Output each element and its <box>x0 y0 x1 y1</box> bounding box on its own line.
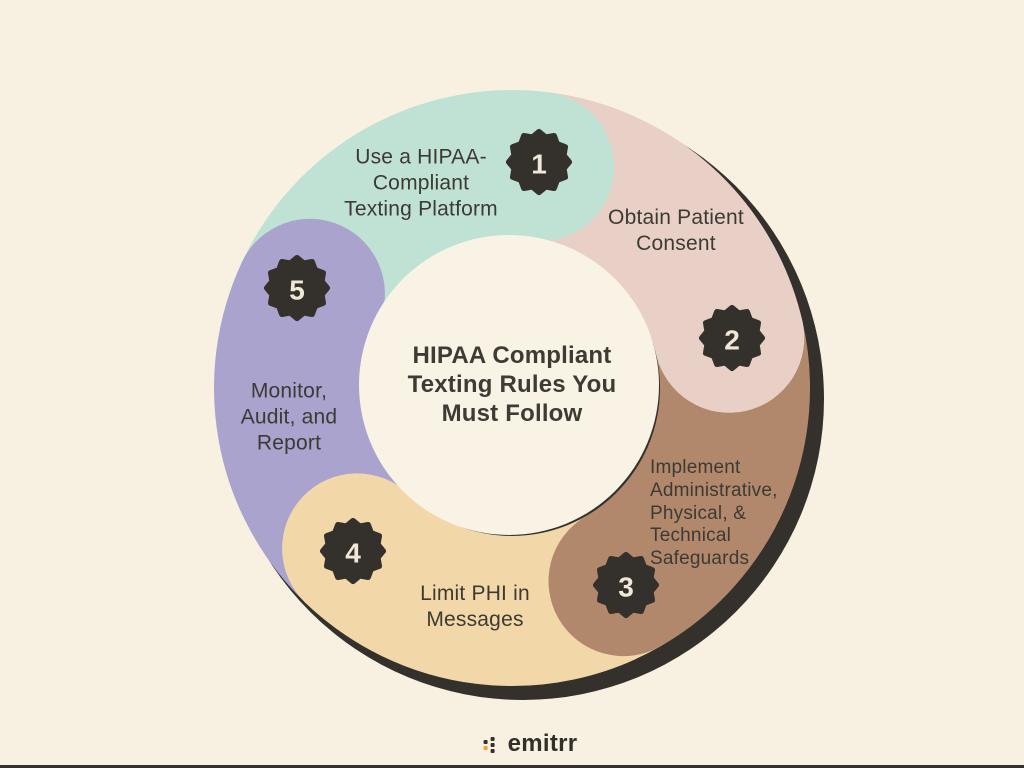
bottom-border <box>0 765 1024 768</box>
step-3-label: Implement Administrative, Physical, & Te… <box>650 457 778 570</box>
step-3-number: 3 <box>618 572 634 603</box>
step-2-label: Obtain Patient Consent <box>608 206 744 255</box>
logo-dot <box>490 737 495 741</box>
logo-dot <box>483 740 488 744</box>
logo-dot-accent <box>483 746 488 750</box>
step-4-number: 4 <box>345 538 361 569</box>
step-5-label: Monitor, Audit, and Report <box>240 379 338 454</box>
logo-dot <box>490 743 495 747</box>
step-2-number: 2 <box>724 325 740 356</box>
step-1-label: Use a HIPAA- Compliant Texting Platform <box>344 145 498 220</box>
center-circle <box>359 235 659 535</box>
center-title: HIPAA Compliant Texting Rules You Must F… <box>407 341 617 427</box>
step-4-label: Limit PHI in Messages <box>420 582 530 631</box>
brand-name: emitrr <box>507 730 578 757</box>
step-1-number: 1 <box>531 149 547 180</box>
footer-brand: emitrr <box>483 730 578 758</box>
emitrr-logo-icon <box>483 737 495 753</box>
logo-dot <box>490 749 495 753</box>
step-5-number: 5 <box>289 275 305 306</box>
